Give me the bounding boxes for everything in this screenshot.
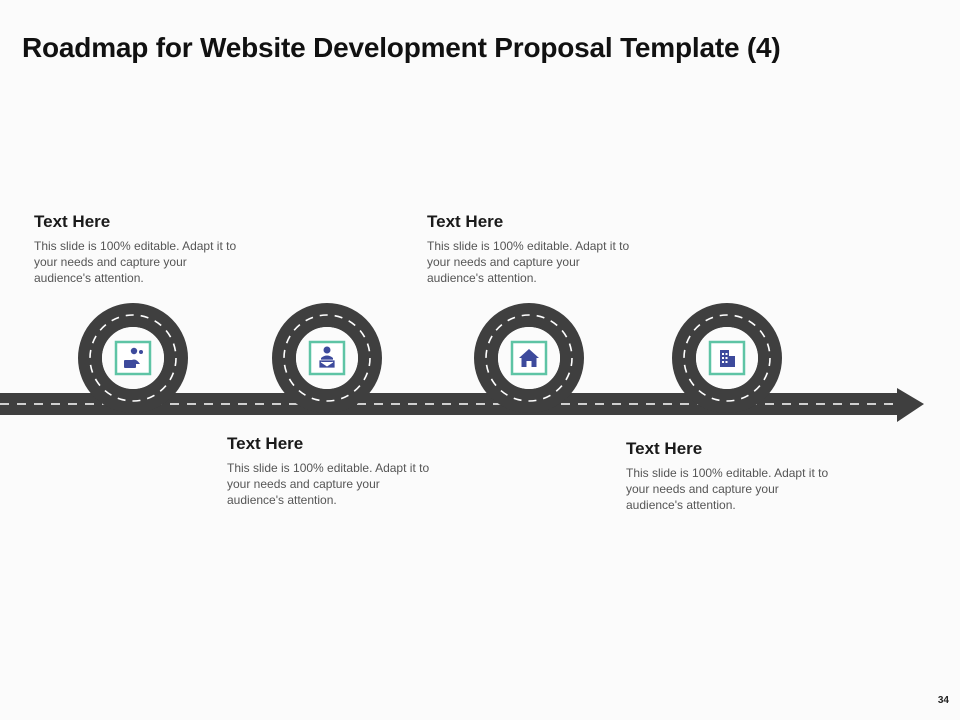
milestone-2-heading: Text Here [227, 434, 304, 453]
user-monitor-icon [308, 340, 346, 376]
user-laptop-icon [114, 340, 152, 376]
milestone-1-text: Text Here This slide is 100% editable. A… [34, 212, 239, 286]
milestone-1-heading: Text Here [34, 212, 111, 231]
milestone-4-body: This slide is 100% editable. Adapt it to… [626, 466, 829, 512]
milestone-2-text: Text Here This slide is 100% editable. A… [227, 434, 432, 508]
road-arrow-head [897, 388, 924, 422]
milestone-1-body: This slide is 100% editable. Adapt it to… [34, 239, 237, 285]
slide-title: Roadmap for Website Development Proposal… [22, 32, 781, 63]
milestone-3-heading: Text Here [427, 212, 504, 231]
page-number: 34 [937, 695, 949, 706]
home-icon [510, 340, 548, 376]
milestone-2-body: This slide is 100% editable. Adapt it to… [227, 461, 430, 507]
milestone-4-text: Text Here This slide is 100% editable. A… [626, 439, 831, 513]
milestone-3-body: This slide is 100% editable. Adapt it to… [427, 239, 630, 285]
office-building-icon [708, 340, 746, 376]
milestone-4-heading: Text Here [626, 439, 703, 458]
milestone-3-text: Text Here This slide is 100% editable. A… [427, 212, 632, 286]
